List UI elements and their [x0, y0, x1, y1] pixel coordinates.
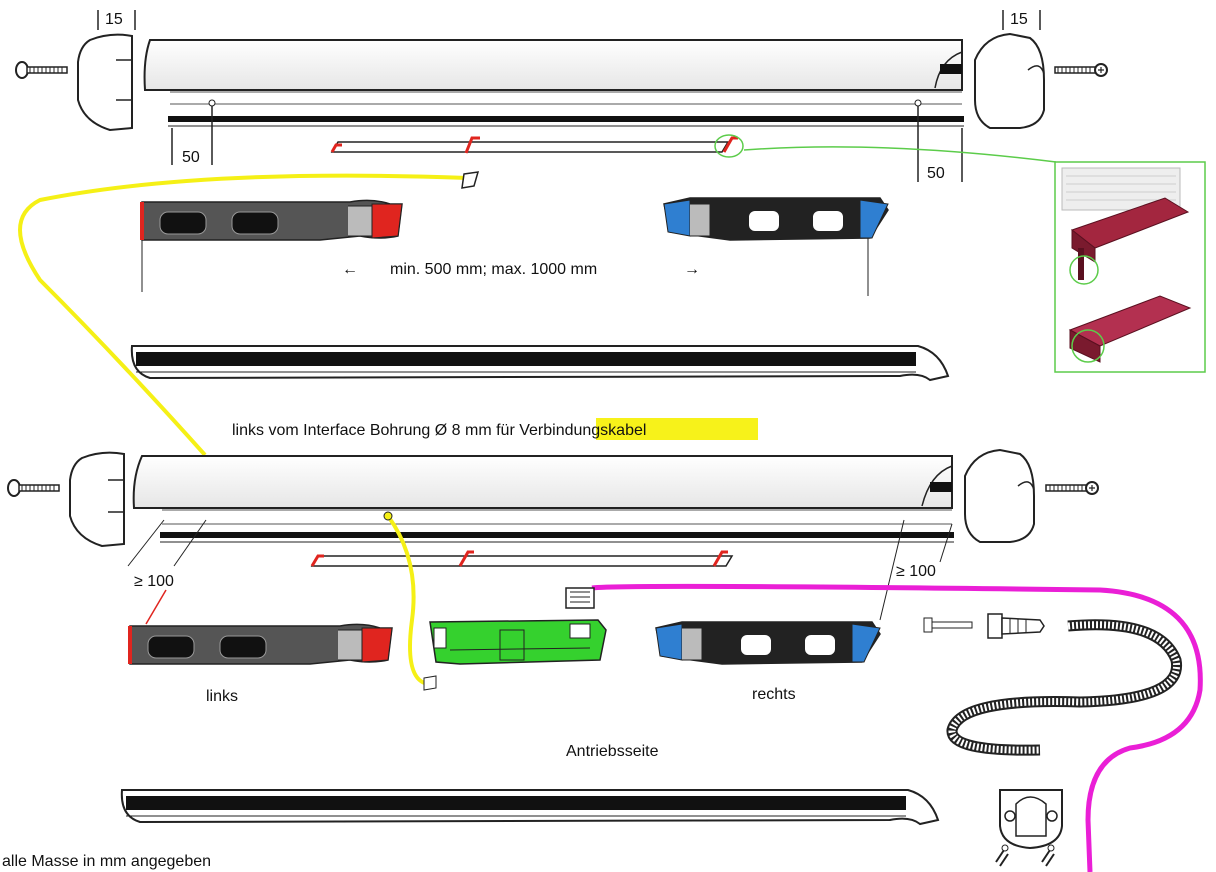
left-side-label: links — [206, 688, 238, 705]
screw-icon — [15, 61, 68, 79]
dim-clear-right: ≥ 100 — [879, 519, 953, 621]
top-profile — [143, 39, 964, 127]
interface-board — [429, 619, 607, 665]
screw-icon — [1045, 481, 1099, 495]
dim-offset-left: 50 — [171, 106, 213, 166]
cable-plug-icon — [461, 171, 480, 189]
middle-profile — [132, 455, 954, 543]
idc-connector-icon — [1061, 167, 1192, 363]
dim-label: ≥ 100 — [134, 573, 174, 590]
footnote: alle Masse in mm angegeben — [2, 853, 211, 870]
dim-clear-left: ≥ 100 — [127, 519, 207, 625]
right-module-lower — [655, 621, 881, 665]
dim-cap-right: 15 — [1002, 10, 1041, 30]
connector-cable — [18, 173, 469, 457]
bore-note-highlight: Verbindungskabel — [519, 422, 646, 439]
bottom-rail-upper — [130, 345, 950, 382]
arrow-right-icon: → — [684, 261, 700, 278]
dim-label: 15 — [105, 11, 123, 28]
bore-note: links vom Interface Bohrung Ø 8 mm für V… — [232, 418, 758, 440]
power-cable — [591, 583, 1203, 872]
left-module-upper — [140, 199, 403, 292]
dim-label: ≥ 100 — [896, 563, 936, 580]
accessories — [923, 613, 1183, 867]
interface-cable — [386, 514, 429, 686]
pin-icon — [923, 617, 973, 633]
ribbon-cable-icon — [310, 550, 734, 567]
highlight-mark — [596, 418, 758, 440]
top-assembly: 15 50 50 — [15, 10, 1108, 182]
screw-icon — [7, 479, 60, 497]
dim-cap-left: 15 — [97, 10, 136, 30]
screw-icon — [1054, 63, 1108, 77]
end-cap-icon — [69, 451, 125, 548]
end-cap-icon — [974, 32, 1045, 129]
dim-offset-right: 50 — [917, 106, 963, 182]
dim-label: 50 — [182, 149, 200, 166]
range-label: min. 500 mm; max. 1000 mm — [390, 261, 597, 278]
power-connector-icon — [565, 587, 595, 609]
conduit-clip-icon — [999, 789, 1063, 850]
bore-note-text: links vom Interface Bohrung Ø 8 mm für V… — [232, 422, 646, 439]
screw-icon — [995, 844, 1055, 867]
ribbon-cable-icon — [330, 134, 744, 158]
bottom-rail-lower — [120, 789, 940, 826]
bore-hole-icon — [383, 511, 393, 521]
end-cap-icon — [77, 33, 133, 132]
end-cap-icon — [964, 448, 1035, 543]
right-side-label: rechts — [752, 686, 796, 703]
dim-label: 50 — [927, 165, 945, 182]
left-module-lower — [128, 623, 393, 665]
drive-side-label: Antriebsseite — [566, 743, 659, 760]
bore-note-prefix: links vom Interface Bohrung Ø 8 mm für — [232, 422, 519, 439]
connector-callout — [743, 146, 1206, 373]
dim-label: 15 — [1010, 11, 1028, 28]
right-module-upper — [663, 197, 889, 296]
corrugated-conduit-icon — [946, 619, 1183, 756]
cable-gland-icon — [987, 613, 1045, 639]
cable-plug-icon — [423, 675, 437, 691]
range-dimension: ← min. 500 mm; max. 1000 mm → — [342, 261, 700, 278]
arrow-left-icon: ← — [342, 261, 358, 278]
middle-assembly: ≥ 100 ≥ 100 — [7, 448, 1099, 625]
